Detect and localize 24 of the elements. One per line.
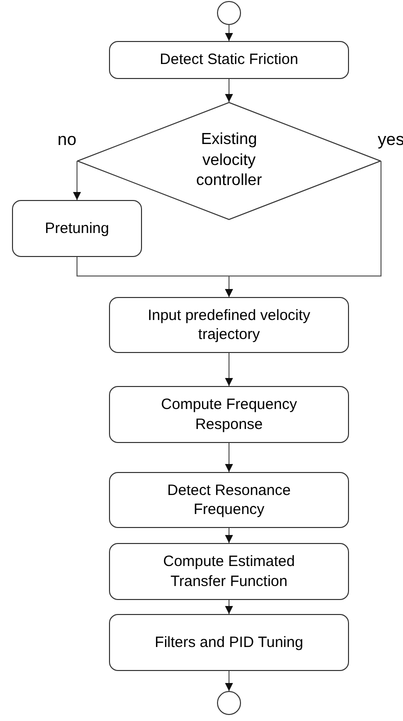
process-box [109,297,349,353]
step-text: Compute Estimated Transfer Function [162,552,296,591]
arrow [225,24,233,42]
process-box [109,386,349,443]
step-text: Pretuning [44,218,110,238]
arrow [73,160,81,200]
process-box [109,41,349,79]
process-box [109,614,349,671]
arrow [76,256,233,298]
step-text: Filters and PID Tuning [154,632,304,652]
arrow [225,670,233,692]
process-box [12,200,142,257]
step-text: Detect Static Friction [160,50,298,70]
step-text: Compute Frequency Response [160,395,298,434]
process-box [109,472,349,528]
arrow [225,78,233,102]
arrow [225,528,233,544]
arrow [225,442,233,472]
step-text: Detect Resonance Frequency [166,480,292,520]
arrow [225,600,233,614]
arrow [225,352,233,386]
step-text: Existing velocity controller [195,130,263,192]
process-box [109,543,349,600]
step-text: Input predefined velocity trajectory [146,306,312,344]
